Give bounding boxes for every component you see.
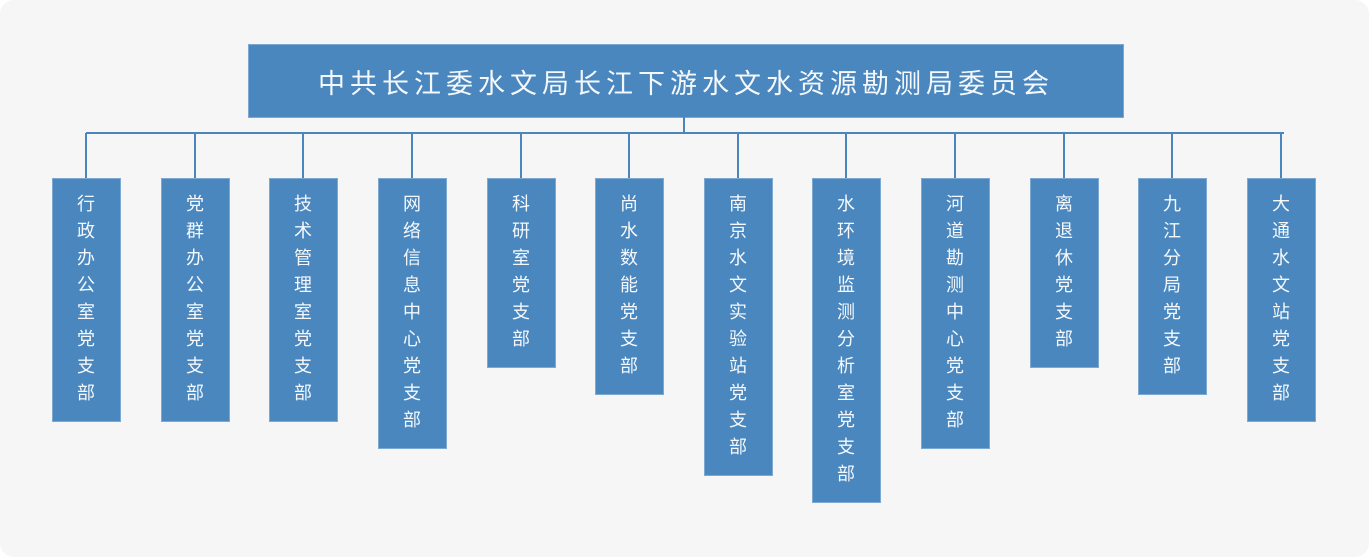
branch-box: 技 术 管 理 室 党 支 部: [268, 178, 338, 422]
branch-box: 水 环 境 监 测 分 析 室 党 支 部: [811, 178, 881, 503]
branch-node-jishu: 技 术 管 理 室 党 支 部: [268, 133, 338, 422]
branch-node-dangqun: 党 群 办 公 室 党 支 部: [160, 133, 230, 422]
branch-box: 河 道 勘 测 中 心 党 支 部: [920, 178, 990, 449]
connector-line: [85, 133, 87, 178]
branch-label: 大 通 水 文 站 党 支 部: [1272, 194, 1290, 403]
branch-label: 科 研 室 党 支 部: [512, 194, 530, 349]
connector-line: [954, 133, 956, 178]
branch-label: 离 退 休 党 支 部: [1055, 194, 1073, 349]
branch-node-lituixiu: 离 退 休 党 支 部: [1029, 133, 1099, 368]
connector-line: [1171, 133, 1173, 178]
branch-node-xingzheng: 行 政 办 公 室 党 支 部: [51, 133, 121, 422]
connector-line: [1063, 133, 1065, 178]
branch-label: 技 术 管 理 室 党 支 部: [294, 194, 312, 403]
connector-line: [845, 133, 847, 178]
branch-node-keyan: 科 研 室 党 支 部: [486, 133, 556, 368]
branch-node-shangshui: 尚 水 数 能 党 支 部: [594, 133, 664, 395]
connector-line: [411, 133, 413, 178]
branch-box: 科 研 室 党 支 部: [486, 178, 556, 368]
branch-box: 九 江 分 局 党 支 部: [1137, 178, 1207, 395]
branch-box: 尚 水 数 能 党 支 部: [594, 178, 664, 395]
connector-line: [520, 133, 522, 178]
branch-label: 九 江 分 局 党 支 部: [1163, 194, 1181, 376]
branch-node-datong: 大 通 水 文 站 党 支 部: [1246, 133, 1316, 422]
branch-box: 离 退 休 党 支 部: [1029, 178, 1099, 368]
branch-box: 大 通 水 文 站 党 支 部: [1246, 178, 1316, 422]
branch-node-jiujiang: 九 江 分 局 党 支 部: [1137, 133, 1207, 395]
branch-node-nanjing: 南 京 水 文 实 验 站 党 支 部: [703, 133, 773, 476]
connector-line: [628, 133, 630, 178]
branch-label: 河 道 勘 测 中 心 党 支 部: [946, 194, 964, 430]
branch-box: 党 群 办 公 室 党 支 部: [160, 178, 230, 422]
connector-line: [1280, 133, 1282, 178]
branch-box: 网 络 信 息 中 心 党 支 部: [377, 178, 447, 449]
bus-connector-line: [86, 132, 1284, 134]
branch-label: 南 京 水 文 实 验 站 党 支 部: [729, 194, 747, 457]
trunk-connector-line: [683, 117, 685, 133]
connector-line: [737, 133, 739, 178]
branch-label: 水 环 境 监 测 分 析 室 党 支 部: [837, 194, 855, 484]
connector-line: [194, 133, 196, 178]
branch-box: 南 京 水 文 实 验 站 党 支 部: [703, 178, 773, 476]
branch-node-shuihuanjing: 水 环 境 监 测 分 析 室 党 支 部: [811, 133, 881, 503]
root-node-label: 中共长江委水文局长江下游水文水资源勘测局委员会: [318, 68, 1054, 99]
branch-box: 行 政 办 公 室 党 支 部: [51, 178, 121, 422]
root-node: 中共长江委水文局长江下游水文水资源勘测局委员会: [248, 44, 1124, 118]
branch-label: 尚 水 数 能 党 支 部: [620, 194, 638, 376]
branch-label: 网 络 信 息 中 心 党 支 部: [403, 194, 421, 430]
branch-label: 行 政 办 公 室 党 支 部: [77, 194, 95, 403]
branch-node-hedao: 河 道 勘 测 中 心 党 支 部: [920, 133, 990, 449]
connector-line: [302, 133, 304, 178]
branch-label: 党 群 办 公 室 党 支 部: [186, 194, 204, 403]
branch-node-wangluo: 网 络 信 息 中 心 党 支 部: [377, 133, 447, 449]
